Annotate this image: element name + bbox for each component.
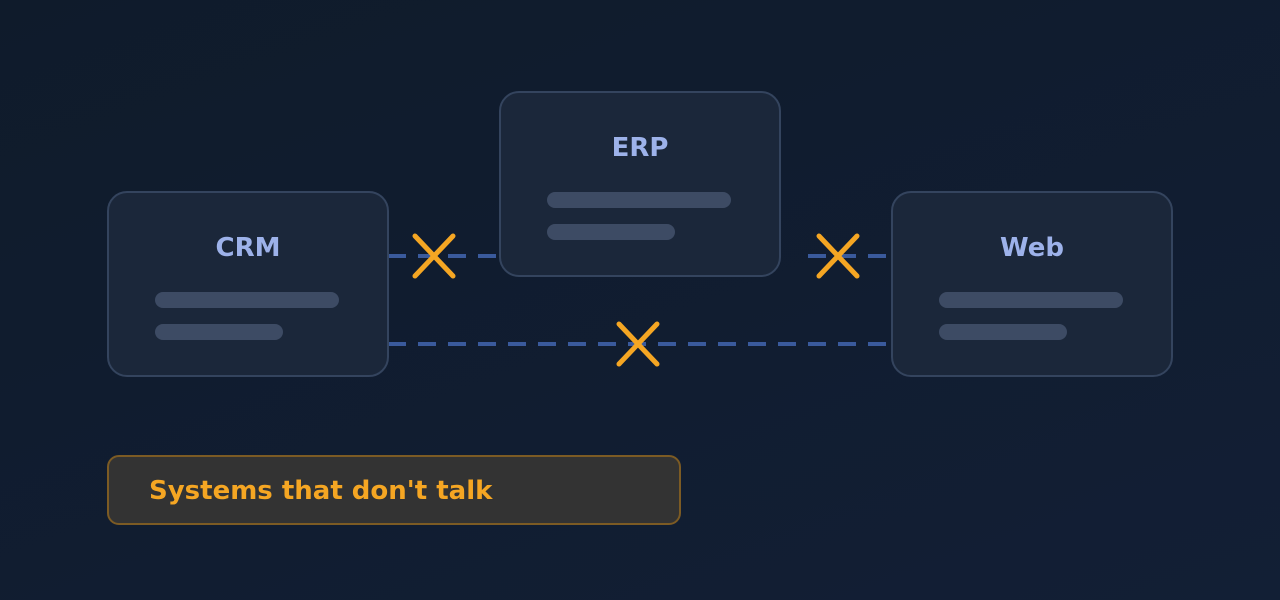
placeholder-line (939, 292, 1123, 308)
placeholder-line (547, 192, 731, 208)
placeholder-line (155, 324, 283, 340)
placeholder-line (547, 224, 675, 240)
erp-node: ERP (499, 91, 781, 277)
crm-node: CRM (107, 191, 389, 377)
node-title: CRM (215, 233, 281, 263)
web-node: Web (891, 191, 1173, 377)
placeholder-line (155, 292, 339, 308)
broken-link-x-icon (816, 233, 860, 279)
caption-text: Systems that don't talk (149, 476, 493, 506)
caption-box: Systems that don't talk (107, 455, 681, 525)
node-title: ERP (611, 133, 669, 163)
placeholder-line (939, 324, 1067, 340)
broken-link-x-icon (616, 321, 660, 367)
broken-link-x-icon (412, 233, 456, 279)
node-title: Web (1000, 233, 1064, 263)
